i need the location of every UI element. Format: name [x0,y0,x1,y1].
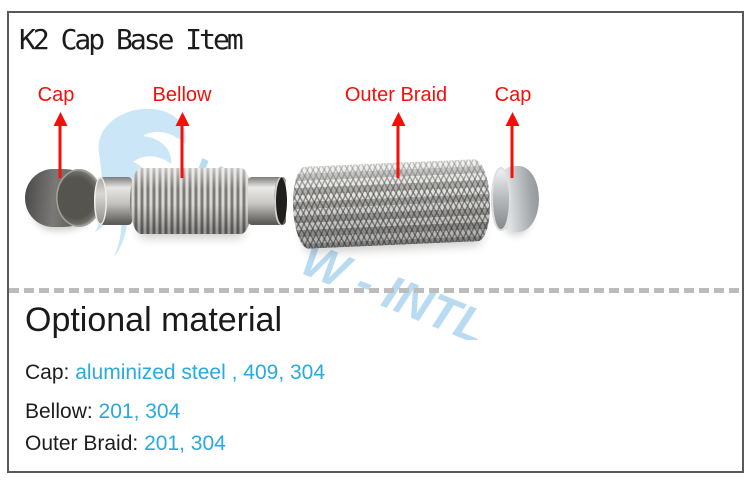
part-label-cap-left: Cap [37,84,75,106]
part-label-bellow: Bellow [152,84,212,106]
up-arrow-icon [396,126,400,178]
bellow-right-collar [248,177,287,225]
bellow-corrugated-body [130,168,252,234]
part-label-outer-braid: Outer Braid [344,84,448,106]
material-row-cap: Cap: aluminized steel , 409, 304 [25,361,325,385]
up-arrow-icon [180,126,184,178]
part-label-cap-right: Cap [494,84,532,106]
material-label: Bellow: [25,400,93,423]
material-label: Cap: [25,361,70,384]
image-frame-border [7,11,744,473]
watermark-text-main: W - INTL [294,233,494,340]
up-arrow-icon [58,126,62,178]
material-row-outer-braid: Outer Braid: 201, 304 [25,432,325,456]
material-label: Outer Braid: [25,432,139,455]
product-outer-braid [291,158,492,250]
material-row-bellow: Bellow: 201, 304 [25,400,325,424]
materials-heading: Optional material [25,301,283,339]
material-value: aluminized steel , 409, 304 [75,361,326,384]
dashed-divider [9,288,742,293]
product-bellow [94,168,287,234]
product-cap-left [25,169,102,227]
materials-list: Cap: aluminized steel , 409, 304 Bellow:… [25,361,325,456]
page-title: K2 Cap Base Item [19,23,244,56]
product-cap-right [491,166,539,232]
bellow-left-collar [94,177,132,225]
material-value: 201, 304 [98,400,181,423]
up-arrow-icon [510,126,514,178]
material-value: 201, 304 [144,432,226,455]
